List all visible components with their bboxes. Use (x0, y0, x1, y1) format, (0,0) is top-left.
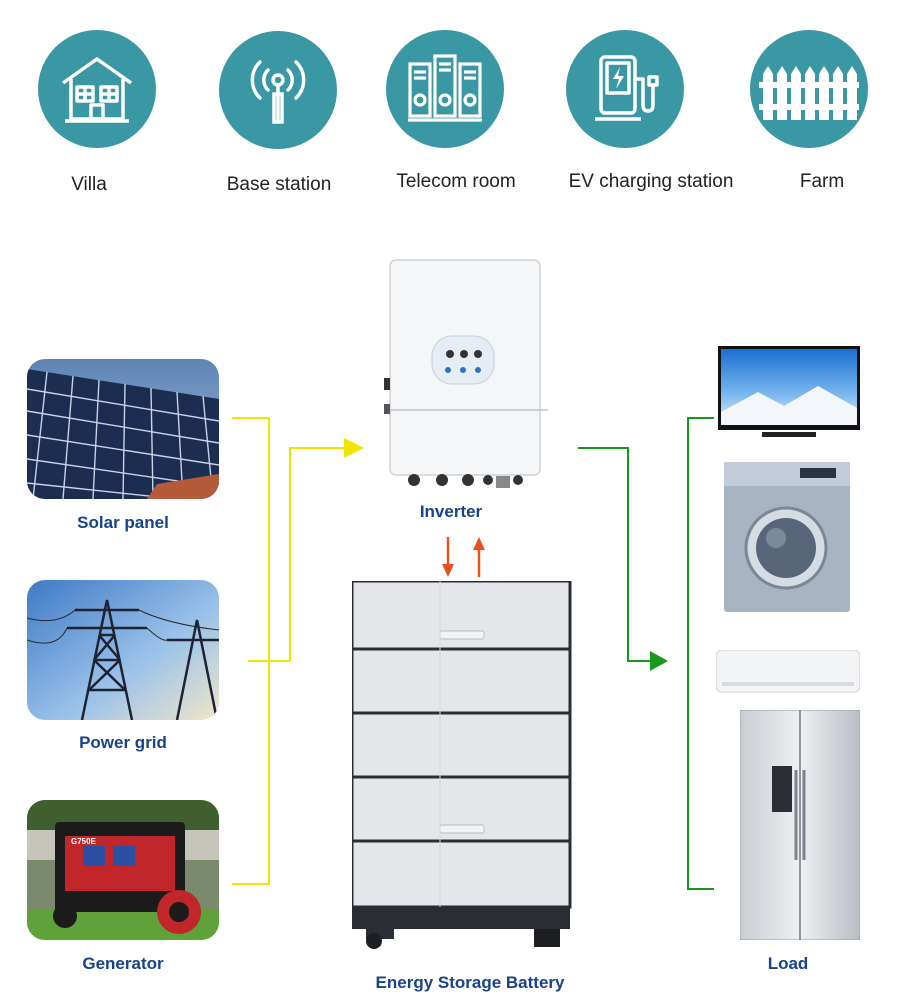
battery-stack (352, 581, 572, 951)
inverter-label: Inverter (420, 502, 482, 522)
tv-image (718, 346, 860, 438)
inverter-to-load-arrow (650, 651, 668, 671)
inverter-device (384, 258, 548, 488)
refrigerator-image (740, 710, 860, 940)
load-connector-lines (578, 418, 714, 889)
air-conditioner-image (716, 650, 860, 698)
source-connector-lines (232, 418, 344, 884)
source-to-inverter-arrow (344, 438, 364, 458)
battery-arrows (442, 537, 485, 577)
washing-machine-image (724, 462, 850, 612)
load-label: Load (768, 954, 809, 974)
battery-modules (352, 581, 570, 907)
battery-label: Energy Storage Battery (376, 973, 565, 993)
